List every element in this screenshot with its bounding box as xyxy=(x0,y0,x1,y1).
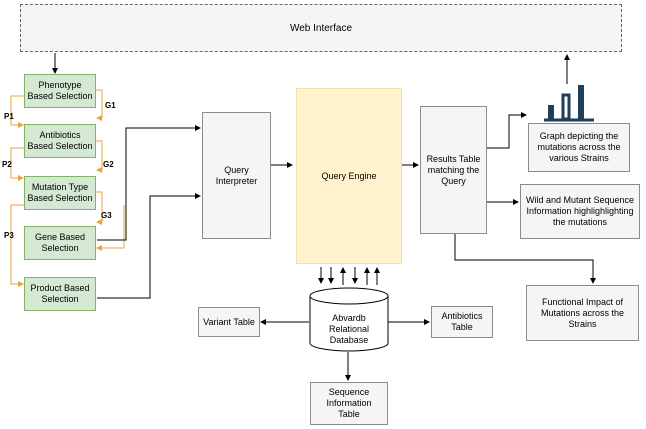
path-label-p3: P3 xyxy=(4,231,14,240)
antibiotics-table-box[interactable]: Antibiotics Table xyxy=(431,306,493,338)
bar-chart-icon xyxy=(544,85,594,122)
gene-line1: Gene Based xyxy=(34,232,86,242)
sequence-table-line3: Table xyxy=(338,409,360,419)
sequence-table-line2: Information xyxy=(326,398,372,408)
product-line2: Selection xyxy=(41,294,79,304)
database-line2: Relational xyxy=(328,324,370,334)
graph-box-line2: mutations across the xyxy=(537,142,621,152)
sequence-info-line2: Information highlighlighting xyxy=(526,206,634,216)
variant-table-box[interactable]: Variant Table xyxy=(198,307,260,337)
product-selection-box[interactable]: Product Based Selection xyxy=(24,277,96,311)
path-label-p2: P2 xyxy=(2,160,12,169)
graph-box-line3: various Strains xyxy=(549,153,609,163)
phenotype-line2: Based Selection xyxy=(27,91,93,101)
query-interpreter-line1: Query xyxy=(224,164,249,175)
group-label-g3: G3 xyxy=(101,211,112,220)
query-engine-label: Query Engine xyxy=(321,170,377,181)
graph-box-line1: Graph depicting the xyxy=(539,131,619,141)
group-label-g2: G2 xyxy=(103,160,114,169)
query-interpreter-line2: Interpreter xyxy=(215,175,258,186)
product-line1: Product Based xyxy=(30,283,90,293)
functional-line1: Functional Impact of xyxy=(541,296,624,307)
sequence-info-line1: Wild and Mutant Sequence xyxy=(525,195,635,205)
antibiotics-table-line1: Antibiotics xyxy=(441,311,483,321)
sequence-table-line1: Sequence xyxy=(328,387,370,397)
web-interface-label: Web Interface xyxy=(289,22,353,34)
group-label-g1: G1 xyxy=(105,101,116,110)
query-interpreter-box[interactable]: Query Interpreter xyxy=(202,112,271,239)
database-line1: Abvardb xyxy=(332,313,366,323)
graph-output-box[interactable]: Graph depicting the mutations across the… xyxy=(528,123,630,172)
mutation-type-line2: Based Selection xyxy=(27,193,93,203)
results-table-line2: matching the xyxy=(427,164,480,175)
results-table-line3: Query xyxy=(441,175,466,186)
sequence-info-output-box[interactable]: Wild and Mutant Sequence Information hig… xyxy=(520,184,640,239)
antibiotics-selection-box[interactable]: Antibiotics Based Selection xyxy=(24,124,96,158)
phenotype-line1: Phenotype xyxy=(38,80,82,90)
antibiotics-table-line2: Table xyxy=(451,322,473,332)
sequence-info-table-box[interactable]: Sequence Information Table xyxy=(310,382,388,425)
database-cylinder-shape xyxy=(309,287,389,352)
query-engine-box[interactable]: Query Engine xyxy=(296,88,402,264)
variant-table-label: Variant Table xyxy=(203,316,255,327)
results-table-box[interactable]: Results Table matching the Query xyxy=(420,106,487,234)
database-label[interactable]: Abvardb Relational Database xyxy=(310,313,388,346)
results-table-line1: Results Table xyxy=(426,153,481,164)
functional-impact-box[interactable]: Functional Impact of Mutations across th… xyxy=(526,285,639,341)
web-interface-box[interactable]: Web Interface xyxy=(20,4,622,52)
functional-line2: Mutations across the xyxy=(540,307,625,318)
gene-selection-box[interactable]: Gene Based Selection xyxy=(24,226,96,260)
functional-line3: Strains xyxy=(568,318,597,329)
database-line3: Database xyxy=(329,335,369,345)
mutation-type-selection-box[interactable]: Mutation Type Based Selection xyxy=(24,176,96,210)
phenotype-selection-box[interactable]: Phenotype Based Selection xyxy=(24,74,96,108)
gene-line2: Selection xyxy=(41,243,79,253)
sequence-info-line3: the mutations xyxy=(552,217,608,227)
antibiotics-line2: Based Selection xyxy=(27,141,93,151)
path-label-p1: P1 xyxy=(4,112,14,121)
antibiotics-line1: Antibiotics xyxy=(39,130,81,140)
mutation-type-line1: Mutation Type xyxy=(31,182,89,192)
